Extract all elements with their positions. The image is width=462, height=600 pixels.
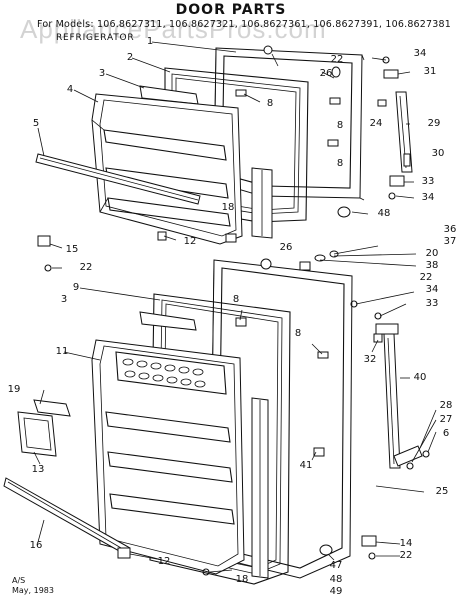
callout-13: 13 — [31, 464, 45, 475]
butter-compartment — [17, 399, 71, 457]
callout-30: 30 — [431, 148, 445, 159]
callout-38: 38 — [425, 260, 439, 271]
callout-8a: 8 — [266, 98, 274, 109]
appliance-type: REFRIGERATOR — [56, 33, 135, 43]
watermark: AppliancePartsPros.com — [20, 14, 327, 44]
freezer-hinge-bracket — [37, 235, 51, 247]
freezer-clip — [157, 231, 167, 241]
freezer-door-liner — [91, 93, 243, 245]
callout-22b: 22 — [79, 262, 93, 273]
callout-12a: 12 — [183, 236, 197, 247]
door-stop-26 — [260, 258, 272, 270]
callout-22a: 22 — [330, 54, 344, 65]
callout-34b: 34 — [421, 192, 435, 203]
freezer-plug-2 — [263, 45, 273, 55]
freezer-screw — [44, 264, 52, 272]
callout-5: 5 — [32, 118, 40, 129]
fresh-food-screw — [202, 568, 210, 576]
fresh-food-shelf-stud-2 — [317, 351, 329, 359]
freezer-door-stop — [337, 206, 351, 218]
freezer-clip-2 — [225, 233, 237, 243]
callout-2: 2 — [126, 52, 134, 63]
callout-8d: 8 — [232, 294, 240, 305]
fresh-food-retainer-strip — [139, 311, 197, 331]
callout-34c: 34 — [425, 284, 439, 295]
freezer-handle-assembly — [377, 56, 413, 200]
fresh-food-plug — [313, 447, 325, 457]
callout-49: 49 — [329, 586, 343, 597]
callout-19: 19 — [7, 384, 21, 395]
footer-date: May, 1983 — [12, 586, 54, 595]
callout-15: 15 — [65, 244, 79, 255]
callout-22d: 22 — [399, 550, 413, 561]
freezer-plug — [331, 66, 341, 78]
callout-41: 41 — [299, 460, 313, 471]
callout-1: 1 — [146, 36, 154, 47]
diagram-title: DOOR PARTS — [175, 2, 287, 18]
callout-8e: 8 — [294, 328, 302, 339]
callout-33b: 33 — [425, 298, 439, 309]
callout-14: 14 — [399, 538, 413, 549]
freezer-shelf-stud-3 — [235, 89, 247, 97]
callout-16: 16 — [29, 540, 43, 551]
callout-25: 25 — [435, 486, 449, 497]
callout-34a: 34 — [413, 48, 427, 59]
callout-26a: 26 — [319, 68, 333, 79]
callout-18b: 18 — [235, 574, 249, 585]
callout-3b: 3 — [60, 294, 68, 305]
callout-12b: 12 — [157, 556, 171, 567]
freezer-shelf-stud — [329, 97, 341, 105]
center-hinge-parts — [299, 250, 358, 308]
callout-33a: 33 — [421, 176, 435, 187]
model-numbers: For Models: 106.8627311, 106.8627321, 10… — [37, 19, 452, 30]
callout-31: 31 — [423, 66, 437, 77]
callout-11: 11 — [55, 346, 69, 357]
callout-48a: 48 — [377, 208, 391, 219]
callout-9: 9 — [72, 282, 80, 293]
callout-3: 3 — [98, 68, 106, 79]
callout-29: 29 — [427, 118, 441, 129]
leader-lines-lower — [33, 245, 437, 573]
lower-hinge-parts — [319, 445, 430, 560]
fresh-food-handle-assembly — [373, 312, 401, 469]
leader-lines-upper — [37, 41, 415, 269]
callout-27: 27 — [439, 414, 453, 425]
footer-code: A/S — [12, 576, 26, 585]
callout-6: 6 — [442, 428, 450, 439]
callout-22c: 22 — [419, 272, 433, 283]
callout-40: 40 — [413, 372, 427, 383]
callout-8c: 8 — [336, 120, 344, 131]
fresh-food-shelf-stud — [235, 317, 247, 327]
callout-36: 36 — [443, 224, 457, 235]
fresh-food-door-liner — [91, 339, 245, 575]
callout-4: 4 — [66, 84, 74, 95]
callout-20: 20 — [425, 248, 439, 259]
callout-26b: 26 — [279, 242, 293, 253]
callout-18a: 18 — [221, 202, 235, 213]
callout-37: 37 — [443, 236, 457, 247]
callout-47: 47 — [329, 560, 343, 571]
callout-48b: 48 — [329, 574, 343, 585]
freezer-shelf-stud-2 — [327, 139, 339, 147]
callout-8b: 8 — [336, 158, 344, 169]
callout-24: 24 — [369, 118, 383, 129]
fresh-food-hinge-bracket — [117, 547, 131, 559]
callout-32: 32 — [363, 354, 377, 365]
callout-28: 28 — [439, 400, 453, 411]
